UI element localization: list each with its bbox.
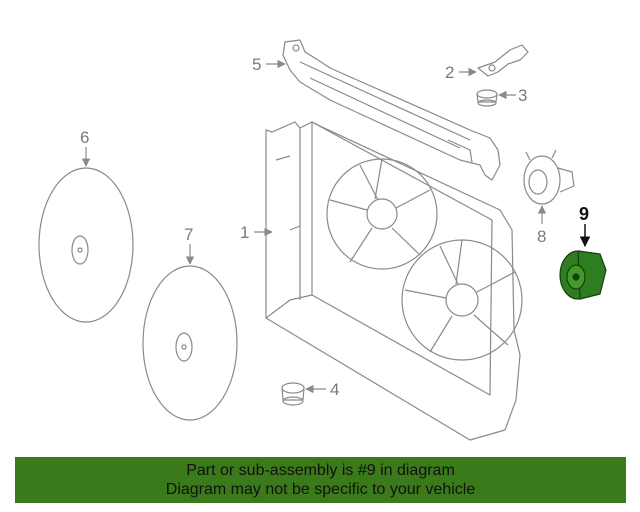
callout-5: 5 [252,55,261,74]
callout-9: 9 [579,204,589,224]
part-info-banner: Part or sub-assembly is #9 in diagram Di… [15,457,626,503]
banner-line-2: Diagram may not be specific to your vehi… [165,481,476,498]
callout-3: 3 [518,86,527,105]
bracket [477,44,529,77]
callout-7: 7 [184,225,193,244]
grommet-upper [476,89,498,107]
callout-2: 2 [445,63,454,82]
fan-disc-7 [142,265,238,421]
upper-support-bar [282,39,501,181]
callout-1: 1 [240,223,249,242]
fan-motor-8 [523,149,575,205]
callout-8: 8 [537,227,546,246]
fan-motor-9-highlighted [559,250,607,300]
callout-6: 6 [80,128,89,147]
grommet-lower [281,382,305,406]
fan-shroud [265,121,523,441]
callout-4: 4 [330,380,339,399]
fan-disc-6 [38,167,134,323]
banner-line-1: Part or sub-assembly is #9 in diagram [186,462,455,479]
